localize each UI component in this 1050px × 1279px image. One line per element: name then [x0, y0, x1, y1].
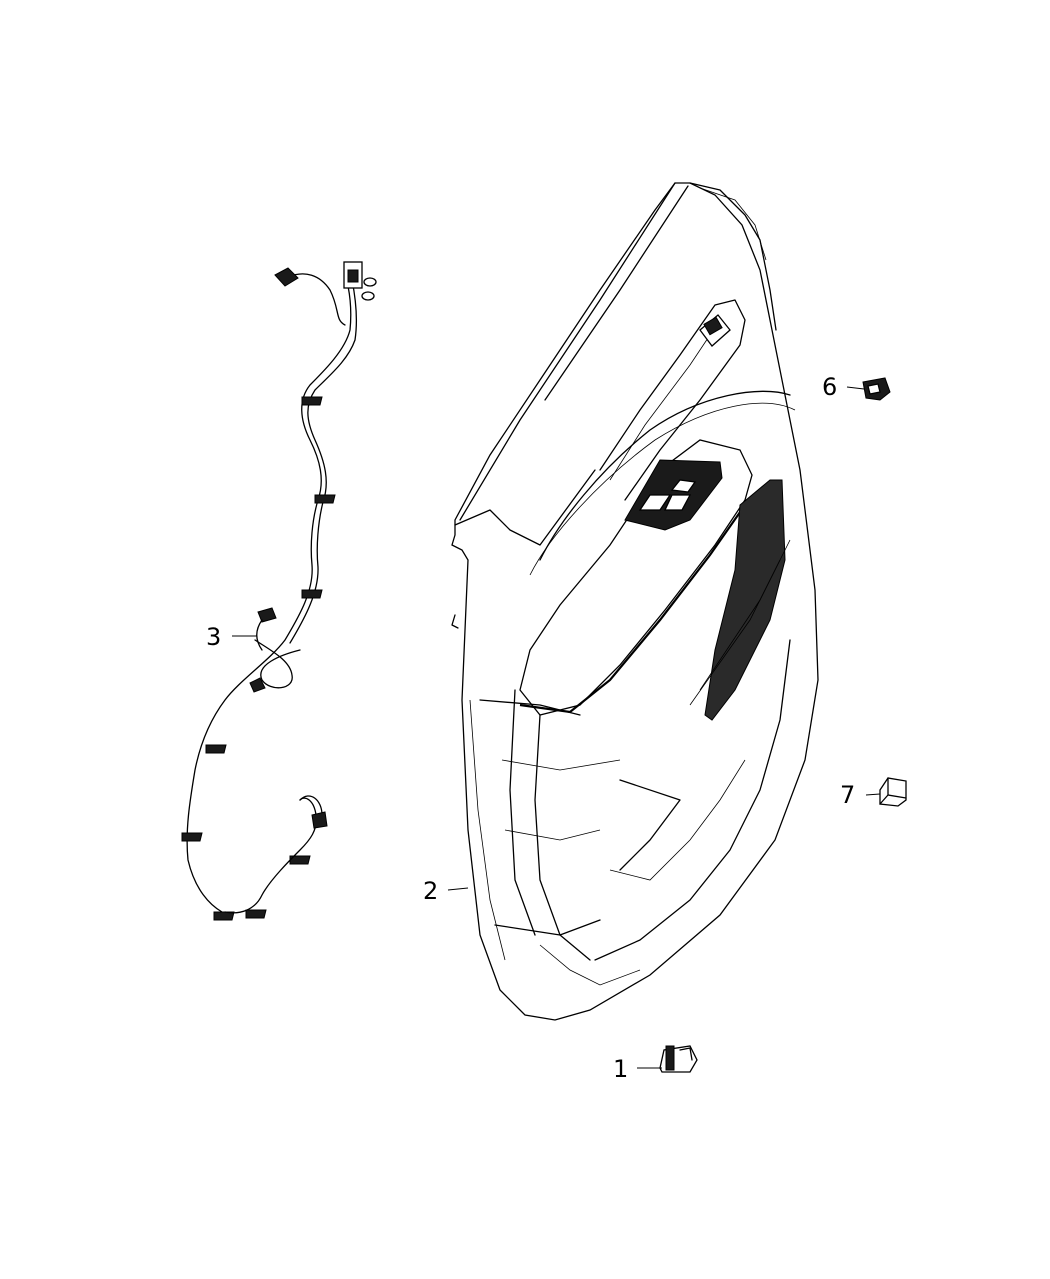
part-1-component: [659, 1045, 698, 1073]
wiring-harness: [181, 261, 377, 921]
callout-1: 1: [613, 1055, 629, 1083]
callout-2: 2: [423, 877, 439, 905]
leader-line-7: [865, 793, 881, 796]
callout-6: 6: [822, 373, 838, 401]
leader-line-6: [846, 386, 865, 390]
leader-line-2: [447, 887, 469, 891]
callout-7: 7: [840, 781, 856, 809]
callout-3: 3: [206, 623, 222, 651]
part-6-switch: [862, 377, 891, 401]
part-7-module: [879, 777, 907, 807]
door-trim-panel: [451, 182, 819, 1021]
